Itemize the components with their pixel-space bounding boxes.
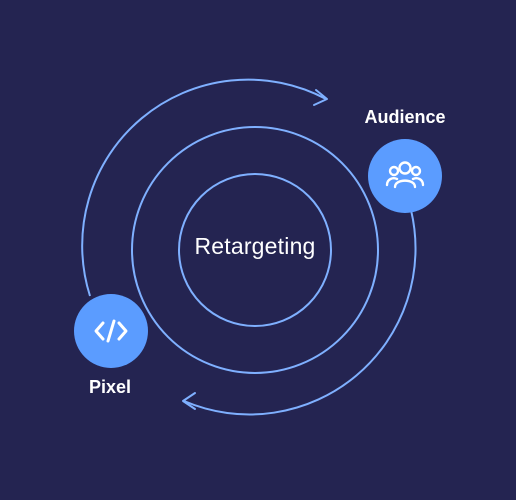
pixel-label: Pixel (88, 377, 132, 397)
outer-arc-bottom-arrowhead (182, 392, 196, 410)
outer-arc-bottom (183, 209, 417, 416)
inner-ring (178, 173, 332, 327)
people-group-icon (385, 161, 425, 189)
middle-ring (131, 126, 379, 374)
audience-label: Audience (364, 107, 446, 127)
outer-arc-top-arrowhead (313, 89, 328, 106)
code-icon (94, 319, 128, 343)
center-label: Retargeting (194, 233, 316, 259)
audience-node (368, 139, 442, 213)
pixel-node (74, 294, 148, 368)
outer-arc-top (81, 78, 327, 297)
